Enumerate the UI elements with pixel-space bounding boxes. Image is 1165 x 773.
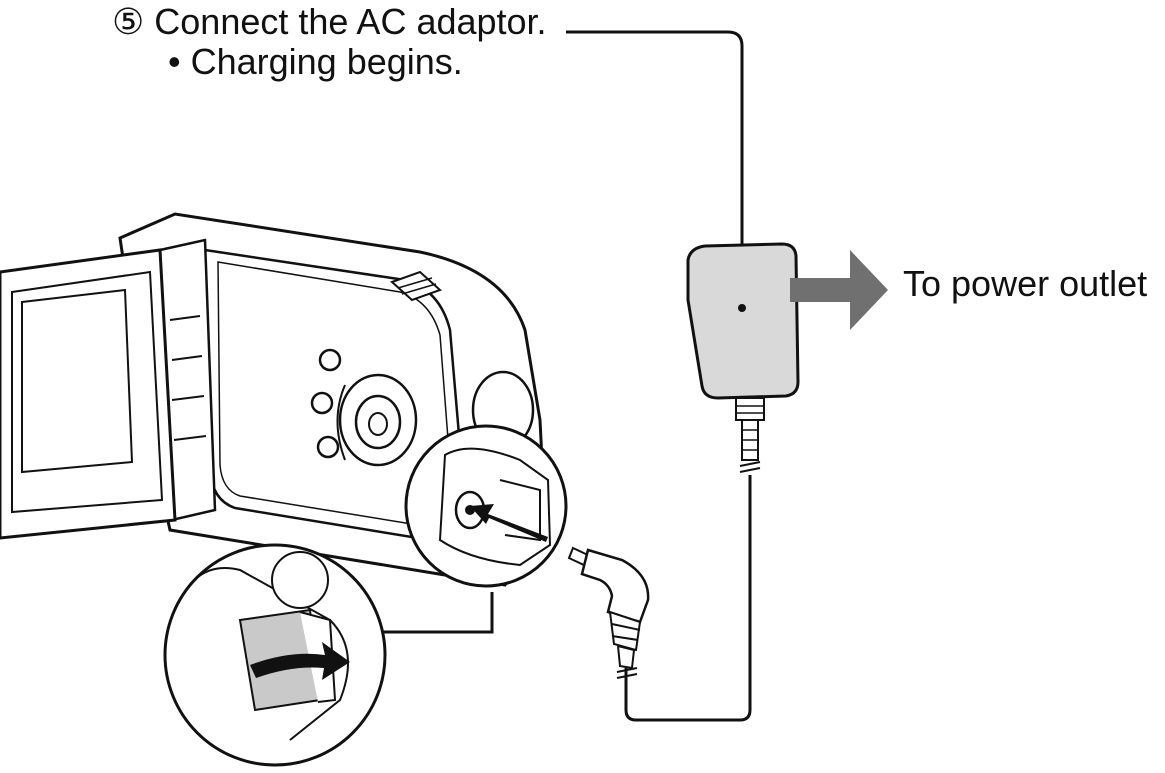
power-cable (624, 475, 752, 722)
to-outlet-arrow-icon (790, 250, 888, 330)
step-text: Connect the AC adaptor. (154, 1, 547, 42)
cover-callout (163, 543, 494, 767)
lcd-screen-icon (0, 248, 177, 540)
power-outlet-label: To power outlet (903, 263, 1148, 304)
step-note: • Charging begins. (168, 41, 463, 82)
leader-line (566, 30, 744, 308)
step-number: ⑤ (112, 1, 145, 42)
ac-adaptor-icon (686, 242, 800, 461)
insert-arrow-icon (470, 504, 548, 542)
dc-plug-icon (567, 546, 650, 670)
dc-jack-callout (404, 424, 568, 588)
open-cover-arrow-icon (250, 642, 350, 680)
